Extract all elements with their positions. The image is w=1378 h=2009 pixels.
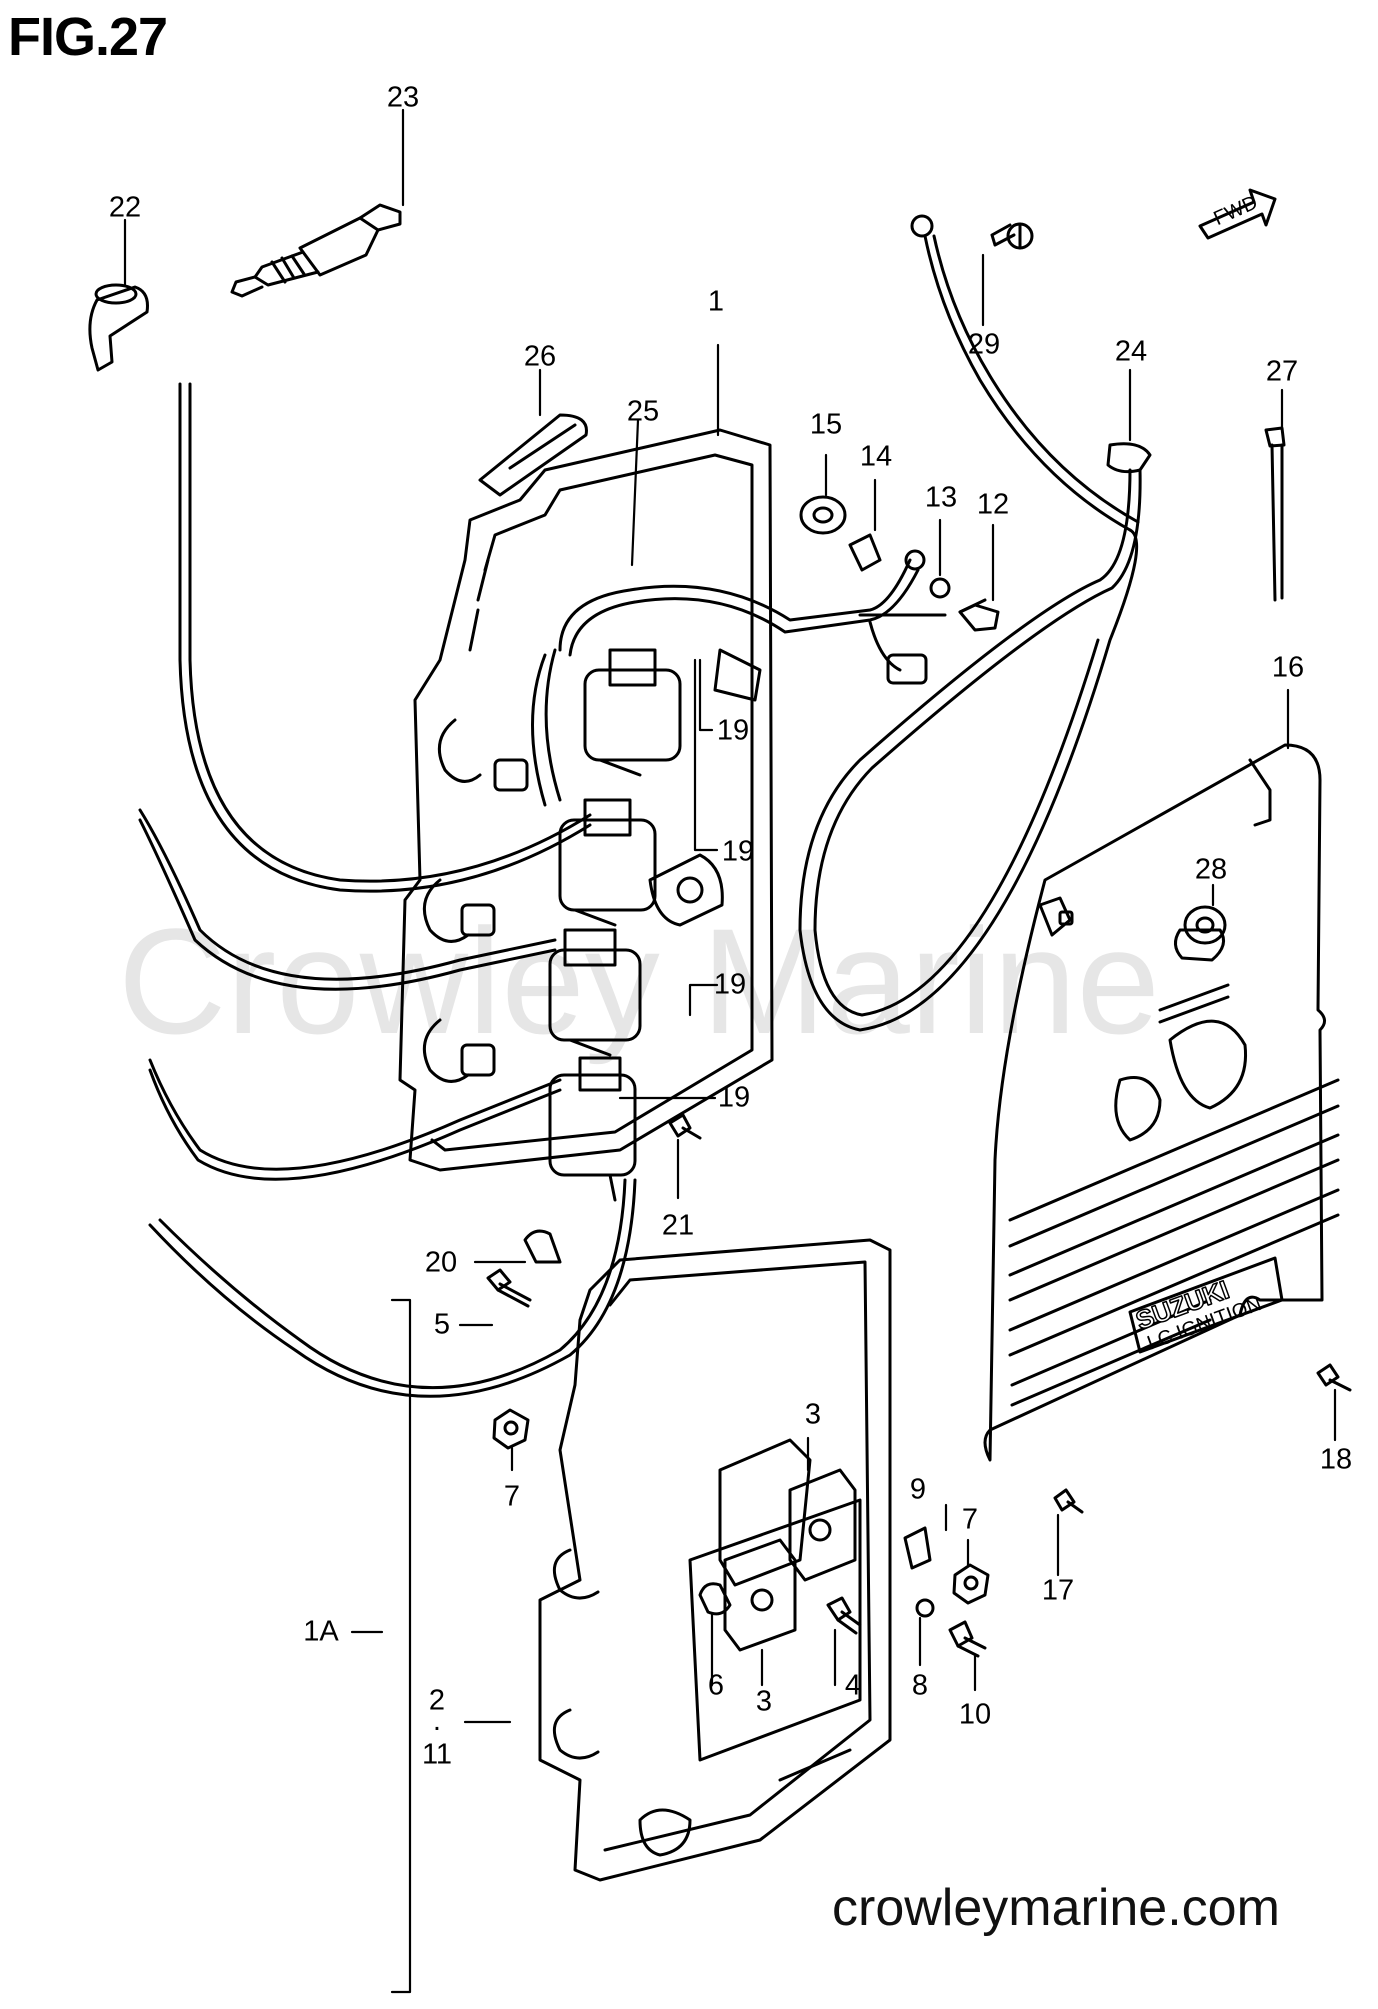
part-label-24: 24 xyxy=(1114,335,1148,368)
part-label-10: 10 xyxy=(958,1698,992,1731)
ignition-bracket-part xyxy=(398,428,774,1172)
part-label-6: 6 xyxy=(707,1669,725,1702)
part-label-8: 8 xyxy=(911,1669,929,1702)
battery-cable-part xyxy=(798,442,1152,1032)
part-label-19-c: 19 xyxy=(713,968,747,1001)
part-label-1a: 1A xyxy=(303,1615,339,1648)
part-label-25: 25 xyxy=(626,395,660,428)
part-label-26: 26 xyxy=(523,340,557,373)
part-label-12: 12 xyxy=(976,488,1010,521)
wiring-harness-part xyxy=(531,549,947,807)
part-label-14: 14 xyxy=(859,440,893,473)
spark-plug-cap-part xyxy=(88,283,149,372)
part-label-3-upper: 3 xyxy=(804,1398,822,1431)
part-label-20: 20 xyxy=(424,1246,458,1279)
part-label-28: 28 xyxy=(1194,853,1228,886)
leader-lines xyxy=(123,108,1337,1994)
part-label-29: 29 xyxy=(967,328,1001,361)
part-label-9: 9 xyxy=(909,1473,927,1506)
part-label-11: 11 xyxy=(421,1738,453,1771)
part-label-19-a: 19 xyxy=(716,714,750,747)
part-label-19-b: 19 xyxy=(721,835,755,868)
part-label-21: 21 xyxy=(661,1209,695,1242)
ignition-coil-1 xyxy=(583,648,682,777)
spark-plug-part xyxy=(230,203,402,298)
part-label-17: 17 xyxy=(1041,1574,1075,1607)
ignition-cover-part xyxy=(983,743,1340,1462)
ground-cable-part xyxy=(910,214,1140,532)
bracket-lower-part xyxy=(723,1538,797,1652)
part-label-22: 22 xyxy=(108,191,142,224)
part-label-18: 18 xyxy=(1319,1443,1353,1476)
ignition-coil-3 xyxy=(548,928,642,1057)
part-label-15: 15 xyxy=(809,408,843,441)
base-plate-part xyxy=(538,1238,892,1882)
part-label-13: 13 xyxy=(924,481,958,514)
part-label-2: 2 xyxy=(428,1684,446,1717)
website-caption: crowleymarine.com xyxy=(832,1879,1280,1937)
high-tension-leads xyxy=(138,382,637,1398)
ignition-coil-2 xyxy=(558,798,657,927)
part-label-16: 16 xyxy=(1271,651,1305,684)
part-label-7-left: 7 xyxy=(503,1480,521,1513)
part-label-1: 1 xyxy=(707,285,725,318)
part-label-3-lower: 3 xyxy=(755,1685,773,1718)
part-label-2-separator: · xyxy=(432,1711,442,1744)
hardware-parts xyxy=(478,413,1352,1658)
forward-arrow-badge xyxy=(1198,188,1277,240)
part-label-4: 4 xyxy=(844,1669,862,1702)
part-label-23: 23 xyxy=(386,81,420,114)
ignition-coil-4 xyxy=(548,1056,637,1202)
part-label-5: 5 xyxy=(433,1308,451,1341)
figure-title: FIG.27 xyxy=(8,7,168,67)
bracket-upper-part xyxy=(788,1468,857,1582)
part-label-19-d: 19 xyxy=(717,1081,751,1114)
part-label-7-right: 7 xyxy=(961,1503,979,1536)
part-label-27: 27 xyxy=(1265,355,1299,388)
